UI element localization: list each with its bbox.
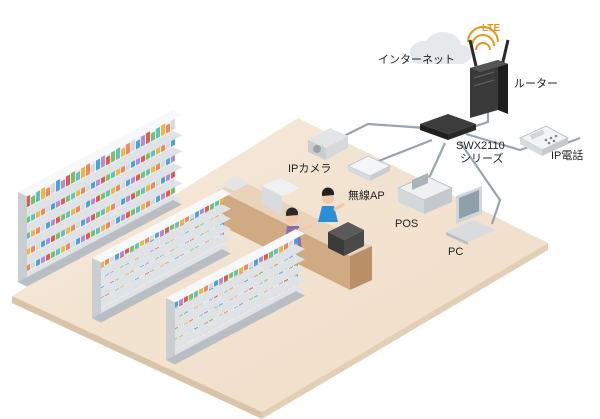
cable-switch-to-pc xyxy=(459,141,502,225)
shelf-unit-1 xyxy=(18,109,182,287)
ip-phone-label: IP電話 xyxy=(551,150,584,162)
shelf-unit-2 xyxy=(92,189,231,323)
ip-camera-icon xyxy=(308,128,348,160)
store-shelves xyxy=(18,109,305,365)
ip-camera-label: IPカメラ xyxy=(288,163,332,175)
switch-icon xyxy=(420,114,476,140)
cable-switch-to-pos xyxy=(419,142,447,182)
router-icon xyxy=(468,39,510,118)
switch-label-model: SWX2110 xyxy=(456,140,505,152)
cloud-icon xyxy=(410,32,472,64)
lte-label: LTE xyxy=(482,23,501,34)
pos-label: POS xyxy=(395,218,419,230)
shelf-unit-3 xyxy=(166,229,305,365)
pos-terminal-icon xyxy=(396,173,454,214)
cable-switch-to-camera xyxy=(335,122,427,141)
ip-phone-icon xyxy=(518,125,570,156)
person-clerk-icon xyxy=(318,187,345,222)
pc-icon xyxy=(446,186,496,245)
wireless-ap-icon xyxy=(346,155,392,181)
pc-label: PC xyxy=(448,246,464,258)
lte-signal-icon xyxy=(467,26,499,51)
internet-label: インターネット xyxy=(378,54,455,66)
router-label: ルーター xyxy=(514,78,558,90)
switch-label-series: シリーズ xyxy=(460,153,504,165)
wireless-ap-label: 無線AP xyxy=(348,190,385,202)
